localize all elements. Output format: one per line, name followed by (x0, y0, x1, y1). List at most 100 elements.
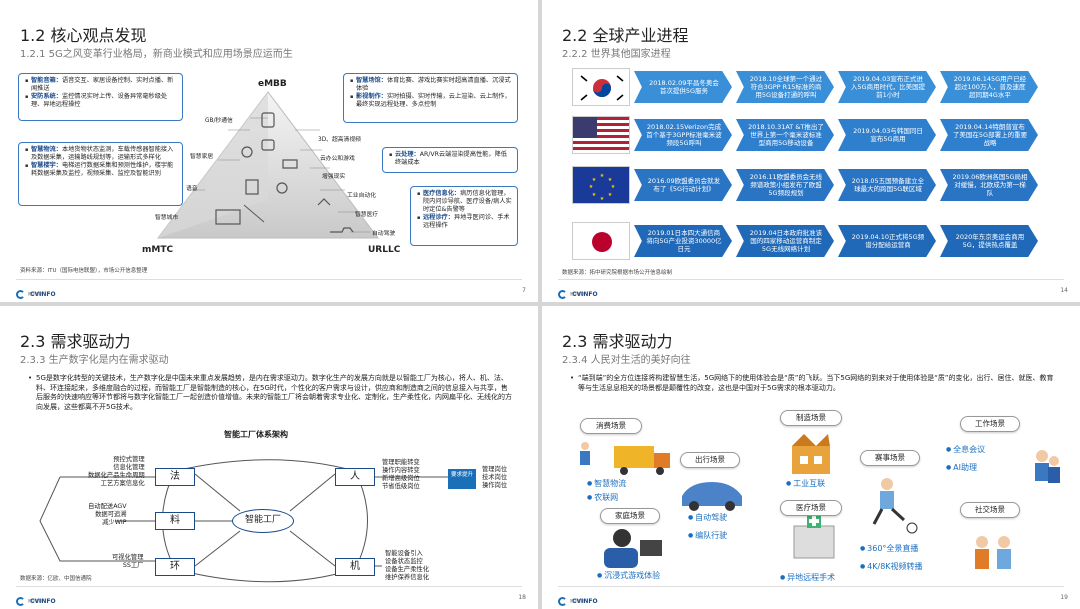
note-box-cloud: 云处理：AR/VR云端渲染提高性能，降低终端成本 (382, 147, 518, 173)
timeline-event: 2018.05五国预备建立全球最大的跨国5G联区域 (838, 169, 936, 201)
corner-label-mmtc: mMTC (142, 245, 174, 255)
eu-flag: ★★★★★★★★ (572, 166, 630, 204)
note-item: 远程诊疗：异地寻医问诊、手术远程操作 (417, 214, 513, 230)
scene-item-platooning: 编队行驶 (688, 530, 727, 541)
note-box-home: 智能音箱：语音交互、家居设备控制、实时点播、新闻推送 安防系统：监控情况实时上传… (18, 73, 183, 121)
korea-flag (572, 68, 630, 106)
pyramid-diagram (156, 91, 380, 239)
scene-item-autonomous-driving: 自动驾驶 (688, 512, 727, 523)
scene-item-ai-assistant: AI助理 (946, 462, 977, 473)
page-number: 7 (522, 287, 526, 294)
timeline-event: 2016.11欧盟委员会无线频谱政策小组发布了欧盟5G频段规划 (736, 169, 834, 201)
timeline-event: 2016.09欧盟委员会就发布了《5G行动计划》 (634, 169, 732, 201)
label-gb-communication: GB/秒通信 (205, 118, 233, 124)
timeline-event: 2019.04.03与韩国同日宣布5G商用 (838, 119, 936, 151)
note-box-medical: 医疗信息化：病历信息化管理，院内问诊导航、医疗设备/病人实时定位&告警等 远程诊… (410, 186, 518, 246)
scene-social: 社交场景 (960, 502, 1020, 518)
scene-item-smart-logistics: 智慧物流 (587, 478, 626, 489)
note-item: 云处理：AR/VR云端渲染提高性能，降低终端成本 (389, 151, 513, 167)
scene-consumer: 消费场景 (580, 418, 642, 434)
corner-label-embb: eMBB (258, 79, 287, 89)
japan-flag (572, 222, 630, 260)
svg-text:★: ★ (592, 192, 597, 198)
svg-text:★: ★ (608, 177, 613, 183)
note-item: 医疗信息化：病历信息化管理，院内问诊导航、医疗设备/病人实时定位&告警等 (417, 190, 513, 214)
scene-item-industrial-internet: 工业互联 (786, 478, 825, 489)
scene-home: 家庭场景 (600, 508, 660, 524)
factor-material: 料 (155, 512, 195, 530)
timeline-event: 2019.06欧洲各国5G局相对缓慢，北欧成为第一梯队 (940, 169, 1038, 201)
body-paragraph: •“端到端”的全方位连接将构建智慧生活，5G网络下的使用体验会是“质”的飞跃。当… (570, 374, 1054, 392)
slide-subtitle: 2.3.4 人民对生活的美好向往 (562, 355, 691, 366)
scene-item-4k-8k: 4K/8K视频转播 (860, 561, 922, 572)
slide-title: 2.3 需求驱动力 (562, 332, 673, 351)
timeline-event: 2018.10.31AT &T推出了世界上第一个毫米波标准型商用5G移动设备 (736, 119, 834, 151)
slide-title: 2.2 全球产业进程 (562, 26, 689, 45)
label-autonomous-driving: 自动驾驶 (372, 231, 396, 237)
timeline-event: 2018.10全球第一个通过符合3GPP R15标准的商用5G设备打通的呼叫 (736, 71, 834, 103)
label-3d-video: 3D、超高清视频 (318, 137, 361, 143)
factory-diagram-lines (39, 459, 448, 583)
factor-people: 人 (335, 468, 375, 486)
label-smart-medical: 智慧医疗 (355, 212, 379, 218)
timeline-event: 2019.06.145G用户已经超过100万人，普及速度超同期4G水平 (940, 71, 1038, 103)
method-details: 预控式管理 信息化管理 数据化产品生命周期 工艺方案信息化 (88, 456, 145, 487)
page-number: 18 (518, 594, 526, 601)
timeline-event: 2019.04.14特朗普宣布了美国在5G部署上的重要战略 (940, 119, 1038, 151)
usa-flag (572, 116, 630, 154)
footer-divider (558, 586, 1064, 587)
scene-sports: 赛事场景 (860, 450, 920, 466)
center-smart-factory: 智能工厂 (232, 509, 294, 533)
scene-work: 工作场景 (960, 416, 1020, 432)
label-cloud-office: 云办公和游戏 (320, 156, 355, 162)
scene-item-holographic-meeting: 全息会议 (946, 444, 985, 455)
machine-details: 智能设备引入 设备状态监控 设备生产柔性化 维护保养信息化 (385, 550, 430, 581)
svg-text:★: ★ (600, 173, 605, 179)
people-details: 管理职能转变 操作内容转变 新增高级岗位 节省低级岗位 (382, 459, 420, 490)
note-box-venue: 智慧场馆：体育比赛、游戏比赛实时超高清直播、沉浸式体验 影视制作：实时拍摄、实时… (343, 73, 518, 123)
source-note: 资料来源：ITU（国际电信联盟），市场公开信息整理 (20, 268, 148, 274)
corner-label-urllc: URLLC (368, 245, 401, 255)
environment-details: 可视化管理 SS工厂 (112, 554, 144, 569)
footer-divider (16, 586, 522, 587)
scene-travel: 出行场景 (680, 452, 740, 468)
page-number: 19 (1060, 594, 1068, 601)
people-roles: 管理岗位 技术岗位 操作岗位 (482, 466, 508, 489)
timeline-event: 2019.04.10正式将5G频谱分配给运营商 (838, 225, 936, 257)
note-item: 智慧楼宇：电梯运行数据采集和预测性维护，楼宇能耗数据采集及监控，视频采集、监控及… (25, 162, 178, 178)
footer-divider (558, 279, 1064, 280)
svg-text:★: ★ (608, 192, 613, 198)
slide-title: 2.3 需求驱动力 (20, 332, 131, 351)
svg-text:★: ★ (592, 177, 597, 183)
note-item: 智慧物流：本地货物状态监测，车载传感器智能接入及数据采集，运输路线规划等，运输形… (25, 146, 178, 162)
page-number: 14 (1060, 287, 1068, 294)
svg-text:★: ★ (600, 196, 605, 202)
scene-illustrations (580, 434, 1060, 569)
note-item: 安防系统：监控情况实时上传、设备异常毫秒级处理、异地远程操控 (25, 93, 178, 109)
slide-core-findings: 1.2 核心观点发现 1.2.1 5G之风变革行业格局，新商业模式和应用场景应运… (0, 0, 538, 302)
timeline-event: 2018.02.09平昌冬奥会首次提供5G服务 (634, 71, 732, 103)
note-item: 智慧场馆：体育比赛、游戏比赛实时超高清直播、沉浸式体验 (350, 77, 513, 93)
slide-better-life: 2.3 需求驱动力 2.3.4 人民对生活的美好向往 •“端到端”的全方位连接将… (542, 306, 1080, 609)
label-voice: 语音 (186, 186, 198, 192)
slide-subtitle: 1.2.1 5G之风变革行业格局，新商业模式和应用场景应运而生 (20, 49, 293, 60)
svg-text:★: ★ (611, 184, 616, 190)
scene-item-immersive-gaming: 沉浸式游戏体验 (597, 570, 660, 581)
scene-item-remote-surgery: 异地远程手术 (780, 572, 835, 583)
slide-production-digitization: 2.3 需求驱动力 2.3.3 生产数字化是内在需求驱动 •5G是数字化转型的关… (0, 306, 538, 609)
timeline-event: 2018.02.15Verizon完成首个基于3GPP标准毫米波频段5G呼叫 (634, 119, 732, 151)
slide-subtitle: 2.3.3 生产数字化是内在需求驱动 (20, 355, 169, 366)
factor-environment: 环 (155, 558, 195, 576)
slide-global-industry: 2.2 全球产业进程 2.2.2 世界其他国家进程 2018.02.09平昌冬奥… (542, 0, 1080, 302)
slide-subtitle: 2.2.2 世界其他国家进程 (562, 49, 671, 60)
timeline-event: 2019.04日本政府批准该国的四家移动运营商制定5G无线网络计划 (736, 225, 834, 257)
label-smart-home: 智慧家居 (190, 154, 214, 160)
scene-medical: 医疗场景 (780, 500, 842, 516)
note-box-logistics: 智慧物流：本地货物状态监测，车载传感器智能接入及数据采集，运输路线规划等，运输形… (18, 142, 183, 206)
factor-machine: 机 (335, 558, 375, 576)
timeline-event: 2020年东京奥运会商用5G，提供热点覆盖 (940, 225, 1038, 257)
material-details: 自动配送AGV 数据可追溯 减少WIP (88, 503, 127, 526)
